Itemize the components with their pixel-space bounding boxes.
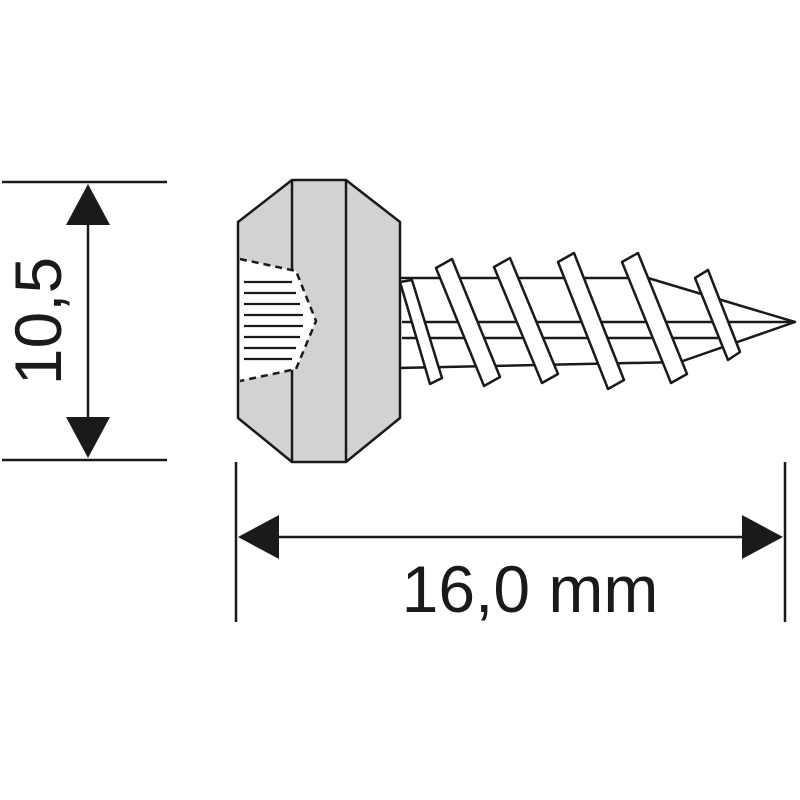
thread-crest: [556, 251, 626, 391]
screw-head: [236, 178, 402, 464]
length-arrow-left: [238, 515, 279, 559]
thread-crest: [693, 268, 742, 362]
thread-crest: [620, 251, 689, 385]
screw-shank: [396, 251, 797, 391]
recess-lobes: [244, 280, 303, 361]
thread-crest: [434, 257, 502, 388]
height-label: 10,5: [1, 257, 75, 385]
recess-area: [240, 259, 316, 381]
height-arrow-top: [66, 184, 110, 225]
height-dimension: [2, 180, 167, 462]
length-arrow-right: [742, 515, 783, 559]
thread-crest: [398, 278, 444, 386]
length-label: 16,0 mm: [402, 552, 659, 626]
height-arrow-bottom: [66, 417, 110, 458]
recess-dashed-outline: [239, 257, 318, 383]
thread-crest: [492, 256, 560, 385]
length-dimension: [234, 462, 787, 622]
